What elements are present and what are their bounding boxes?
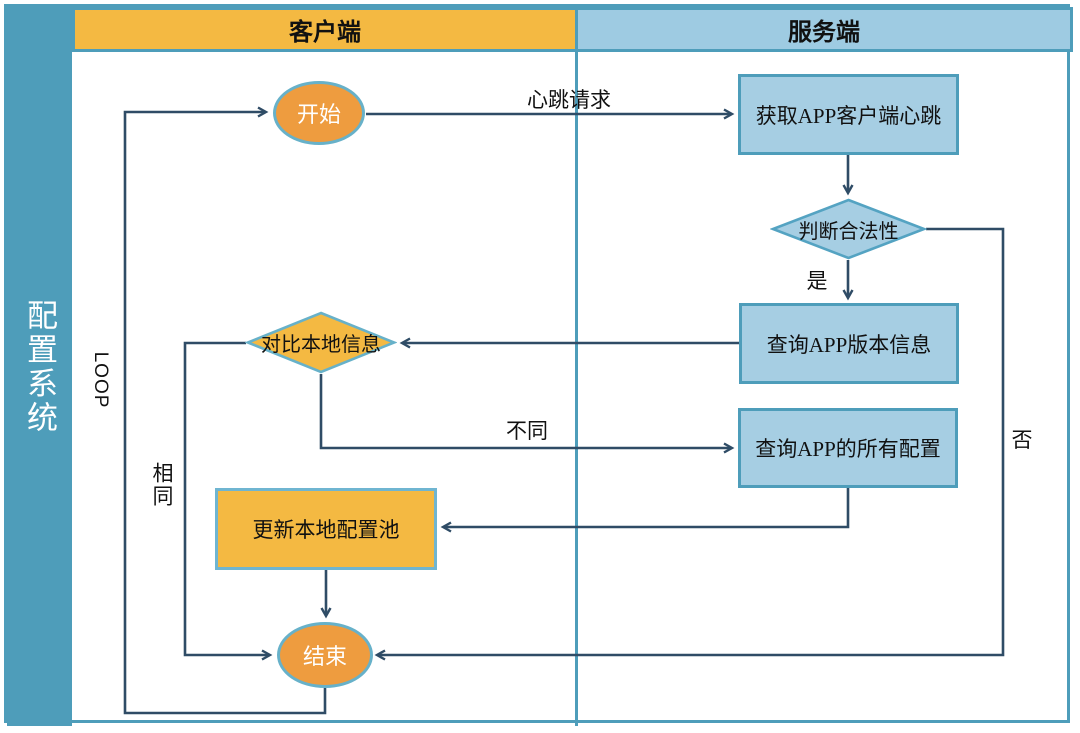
node-start-label: 开始	[296, 102, 341, 127]
node-end-label: 结束	[302, 644, 347, 669]
node-query-version-label: 查询APP版本信息	[766, 332, 932, 357]
edge-label-different: 不同	[506, 419, 548, 443]
node-query-all-config: 查询APP的所有配置	[738, 408, 958, 488]
lane-header-client-label: 客户端	[289, 20, 361, 46]
node-compare-local-label: 对比本地信息	[261, 334, 381, 356]
lane-header-server: 服务端	[575, 7, 1073, 52]
node-start: 开始	[273, 81, 365, 145]
node-end: 结束	[277, 622, 373, 688]
edge-label-same: 相同	[150, 462, 174, 508]
system-title: 配置系统	[22, 298, 57, 435]
lane-header-server-label: 服务端	[788, 20, 860, 46]
edge-label-no: 否	[1011, 428, 1033, 452]
node-query-version: 查询APP版本信息	[739, 303, 959, 384]
edge-label-heartbeat-request: 心跳请求	[527, 88, 611, 112]
node-update-pool-label: 更新本地配置池	[252, 518, 400, 542]
lane-divider	[575, 50, 578, 726]
lane-header-client: 客户端	[72, 7, 578, 52]
edge-label-loop: LOOP	[90, 351, 111, 409]
edge-label-yes: 是	[806, 269, 828, 293]
node-update-pool: 更新本地配置池	[215, 488, 437, 570]
node-get-heartbeat: 获取APP客户端心跳	[738, 74, 959, 155]
system-title-bar: 配置系统	[7, 7, 72, 726]
node-get-heartbeat-label: 获取APP客户端心跳	[755, 103, 942, 128]
node-query-all-config-label: 查询APP的所有配置	[755, 437, 941, 461]
node-judge-valid-label: 判断合法性	[798, 220, 899, 243]
node-compare-local: 对比本地信息	[245, 311, 397, 374]
node-judge-valid: 判断合法性	[770, 198, 927, 260]
